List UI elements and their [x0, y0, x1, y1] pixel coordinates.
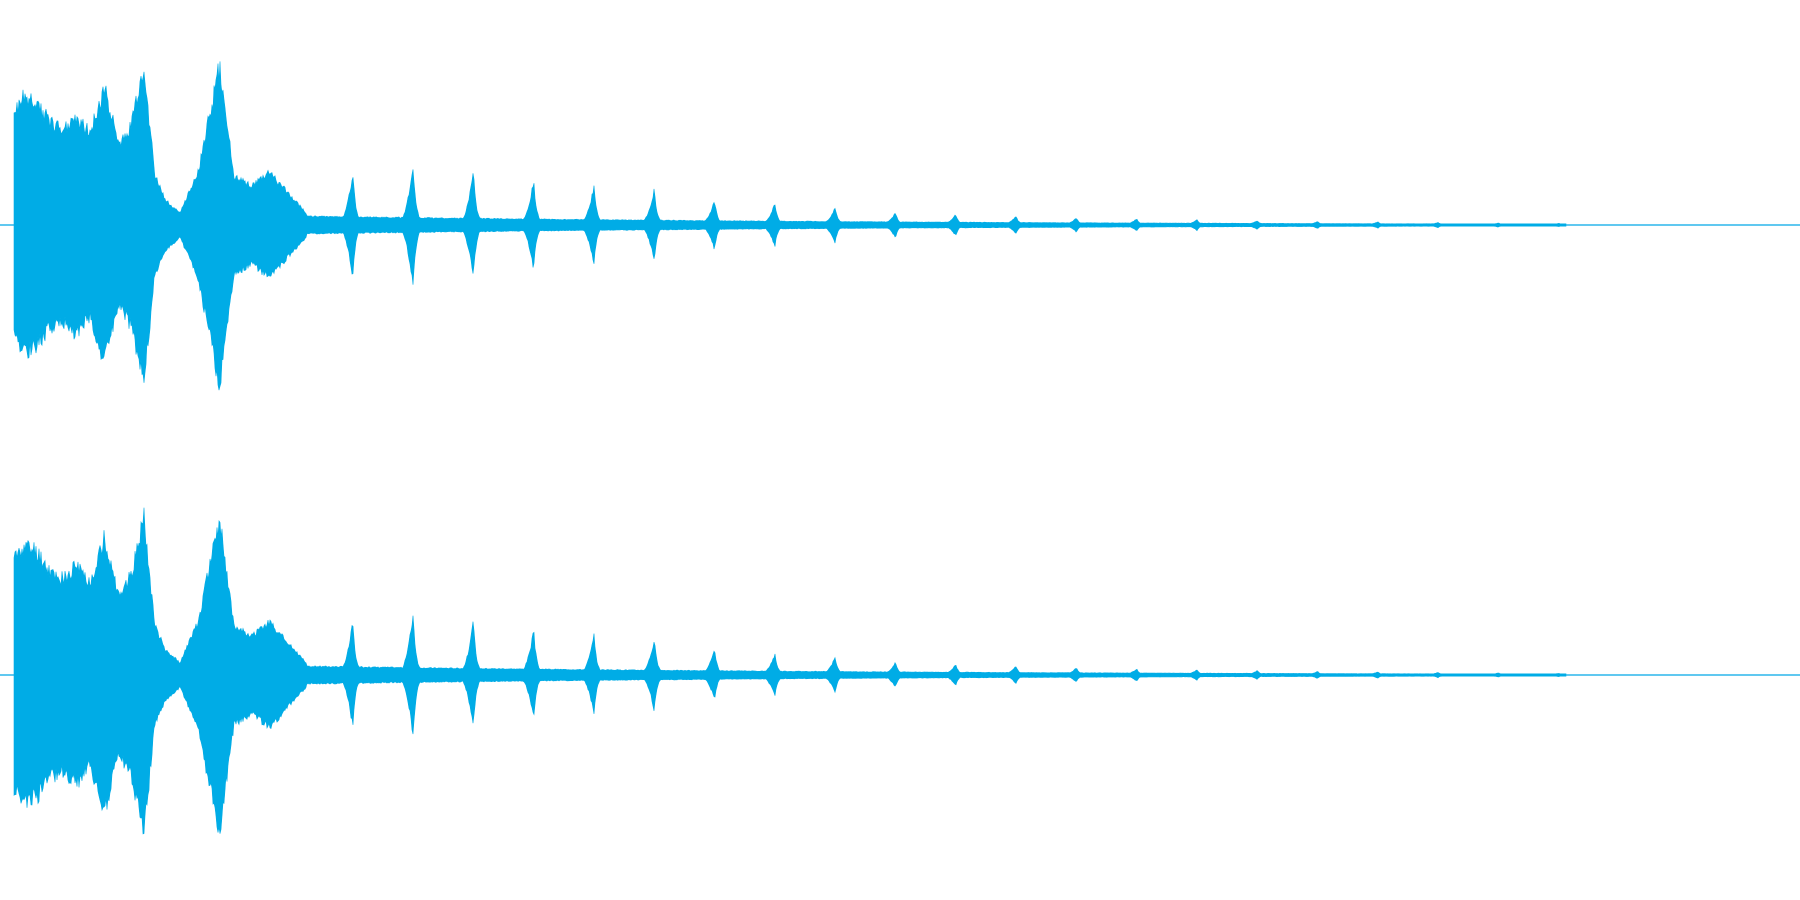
waveform-channel-left	[0, 61, 1800, 391]
waveform-shape	[13, 507, 1567, 835]
waveform-shape	[13, 61, 1567, 391]
waveform-channel-right	[0, 507, 1800, 835]
